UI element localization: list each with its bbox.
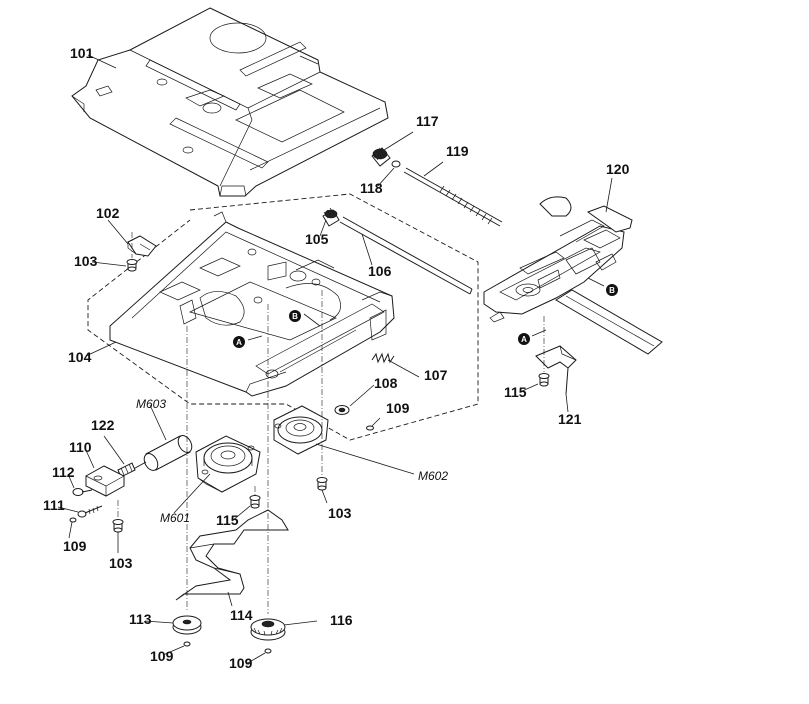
callout-119: 119 [446,143,469,159]
top-chassis-plate [71,7,389,197]
callout-114: 114 [230,607,253,623]
callout-103a: 103 [74,253,98,269]
callout-105: 105 [305,231,329,247]
marker-circle [606,284,618,296]
callout-115a: 115 [504,384,527,400]
marker-letter: A [521,335,527,344]
sled-motor-m602 [273,405,329,455]
bracket-102 [127,235,157,257]
spring-107 [371,352,395,364]
callout-109d: 109 [229,655,253,671]
callout-113: 113 [129,611,152,627]
marker-circle [233,336,245,348]
callout-122: 122 [91,417,115,433]
callout-115b: 115 [216,512,239,528]
bracket-121 [535,345,577,395]
callout-107: 107 [424,367,448,383]
callout-109b: 109 [63,538,87,554]
marker-a1: A [233,336,245,348]
callout-101: 101 [70,45,94,61]
callout-118: 118 [360,180,383,196]
motor-label-m601: M601 [160,511,190,525]
e-ring-109-gear113 [183,641,191,647]
marker-b2: B [606,284,618,296]
callout-labels: 101 102 103 104 105 106 107 108 109 117 118 119 120 1… [43,45,630,671]
callout-103c: 103 [328,505,352,521]
leader-lines [57,54,613,665]
callout-109a: 109 [386,400,410,416]
callout-121: 121 [558,411,582,427]
marker-circle [518,333,530,345]
flat-plate-114 [175,509,289,601]
lead-screw [371,147,503,227]
screw-103-left [126,259,138,272]
callout-106: 106 [368,263,392,279]
assembly-axis-lines [117,232,545,614]
motor-label-m603: M603 [136,397,166,411]
e-ring-109-gear116 [264,648,272,654]
motor-m603-assembly [69,435,193,533]
motor-label-m602: M602 [418,469,448,483]
callout-116: 116 [330,612,353,628]
callout-111: 111 [43,497,65,513]
gear-113 [172,615,202,635]
callout-103b: 103 [109,555,133,571]
marker-a2: A [518,333,530,345]
callout-104: 104 [68,349,92,365]
gear-116 [250,618,286,641]
screw-115-right [538,373,550,387]
marker-letter: B [609,286,615,295]
callout-108: 108 [374,375,398,391]
screw-103-right [316,477,328,491]
callout-112: 112 [52,464,75,480]
spindle-motor-m601 [195,435,261,493]
main-chassis-plate [109,211,395,397]
optical-pickup-unit [483,196,663,355]
callout-102: 102 [96,205,120,221]
marker-letter: A [236,338,242,347]
marker-b1: B [289,310,301,322]
callout-110: 110 [69,439,92,455]
callout-109c: 109 [150,648,174,664]
marker-circle [289,310,301,322]
callout-117: 117 [416,113,439,129]
guide-shaft [322,207,473,295]
marker-letter: B [292,312,298,321]
screw-115-lower [249,495,261,509]
reference-markers: A B B A [233,284,618,348]
callout-120: 120 [606,161,630,177]
gear-108 [334,405,350,415]
e-ring-109-upper [366,425,374,431]
